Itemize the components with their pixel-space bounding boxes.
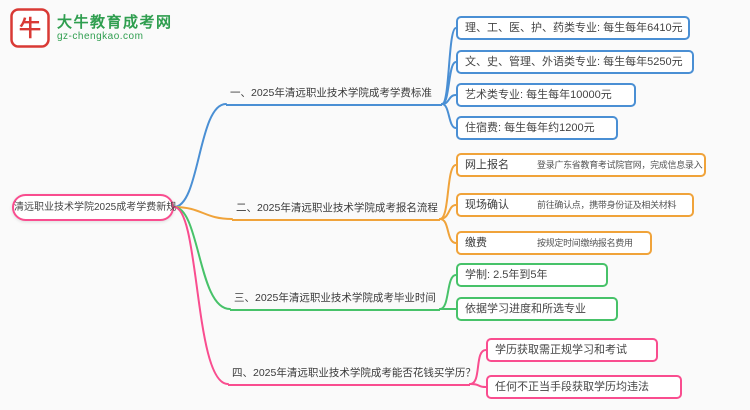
leaf-node: 学历获取需正规学习和考试 xyxy=(486,338,658,362)
leaf-node: 艺术类专业: 每生每年10000元 xyxy=(456,83,636,107)
branch-topic-graduation: 三、2025年清远职业技术学院成考毕业时间 xyxy=(230,291,440,311)
leaf-node: 文、史、管理、外语类专业: 每生每年5250元 xyxy=(456,50,694,74)
leaf-step-desc: 前往确认点，携带身份证及相关材料 xyxy=(537,200,677,210)
logo-title: 大牛教育成考网 xyxy=(57,13,173,31)
branch-topic-registration: 二、2025年清远职业技术学院成考报名流程 xyxy=(232,201,440,221)
leaf-step-label: 缴费 xyxy=(465,237,487,249)
bull-icon: 牛 xyxy=(10,8,50,48)
root-node: 清远职业技术学院2025成考学费新规 xyxy=(12,194,176,221)
leaf-node: 依据学习进度和所选专业 xyxy=(456,297,618,321)
leaf-node: 任何不正当手段获取学历均违法 xyxy=(486,375,682,399)
leaf-step-desc: 按规定时间缴纳报名费用 xyxy=(537,238,633,248)
leaf-node: 住宿费: 每生每年约1200元 xyxy=(456,116,618,140)
logo-domain: gz-chengkao.com xyxy=(57,30,144,42)
logo: 牛 大牛教育成考网 gz-chengkao.com xyxy=(10,8,173,48)
leaf-node: 学制: 2.5年到5年 xyxy=(456,263,608,287)
leaf-node: 网上报名 登录广东省教育考试院官网，完成信息录入 xyxy=(456,153,706,177)
leaf-step-label: 网上报名 xyxy=(465,159,509,171)
leaf-step-desc: 登录广东省教育考试院官网，完成信息录入 xyxy=(537,160,703,170)
leaf-step-label: 现场确认 xyxy=(465,199,509,211)
leaf-node: 现场确认 前往确认点，携带身份证及相关材料 xyxy=(456,193,694,217)
leaf-node: 理、工、医、护、药类专业: 每生每年6410元 xyxy=(456,16,690,40)
leaf-node: 缴费 按规定时间缴纳报名费用 xyxy=(456,231,652,255)
svg-text:牛: 牛 xyxy=(19,16,41,41)
branch-topic-tuition: 一、2025年清远职业技术学院成考学费标准 xyxy=(226,86,442,106)
branch-topic-buy-diploma: 四、2025年清远职业技术学院成考能否花钱买学历？ xyxy=(228,366,476,386)
